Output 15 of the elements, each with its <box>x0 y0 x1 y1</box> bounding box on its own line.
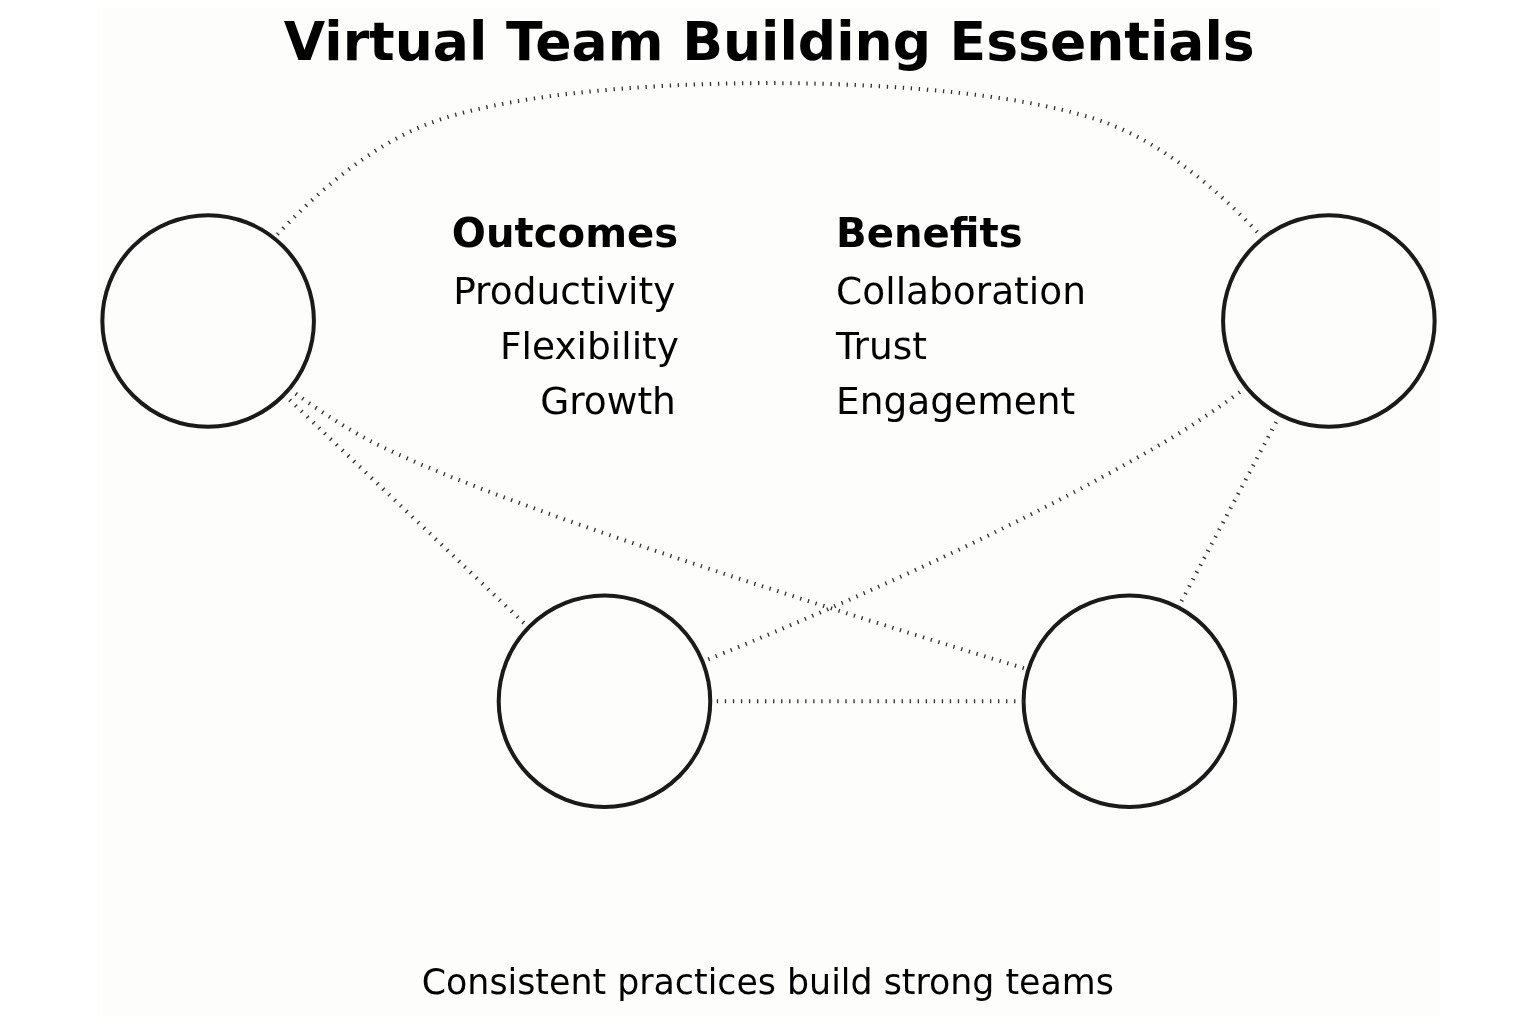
label: Collaboration <box>835 269 1086 314</box>
diagram-title: Virtual Team Building Essentials <box>283 10 1255 74</box>
node-person <box>1220 213 1437 429</box>
node-person <box>496 593 712 809</box>
connector <box>1175 414 1282 609</box>
label: Engagement <box>835 378 1075 423</box>
node-person <box>1021 593 1237 809</box>
label: Outcomes <box>451 210 678 257</box>
label: Productivity <box>452 269 675 314</box>
label: Growth <box>539 378 676 423</box>
caption: Consistent practices build strong teams <box>421 962 1114 1003</box>
label: Benefits <box>835 210 1023 257</box>
node-person <box>99 213 316 429</box>
label: Flexibility <box>499 323 679 368</box>
label: Trust <box>835 323 927 368</box>
